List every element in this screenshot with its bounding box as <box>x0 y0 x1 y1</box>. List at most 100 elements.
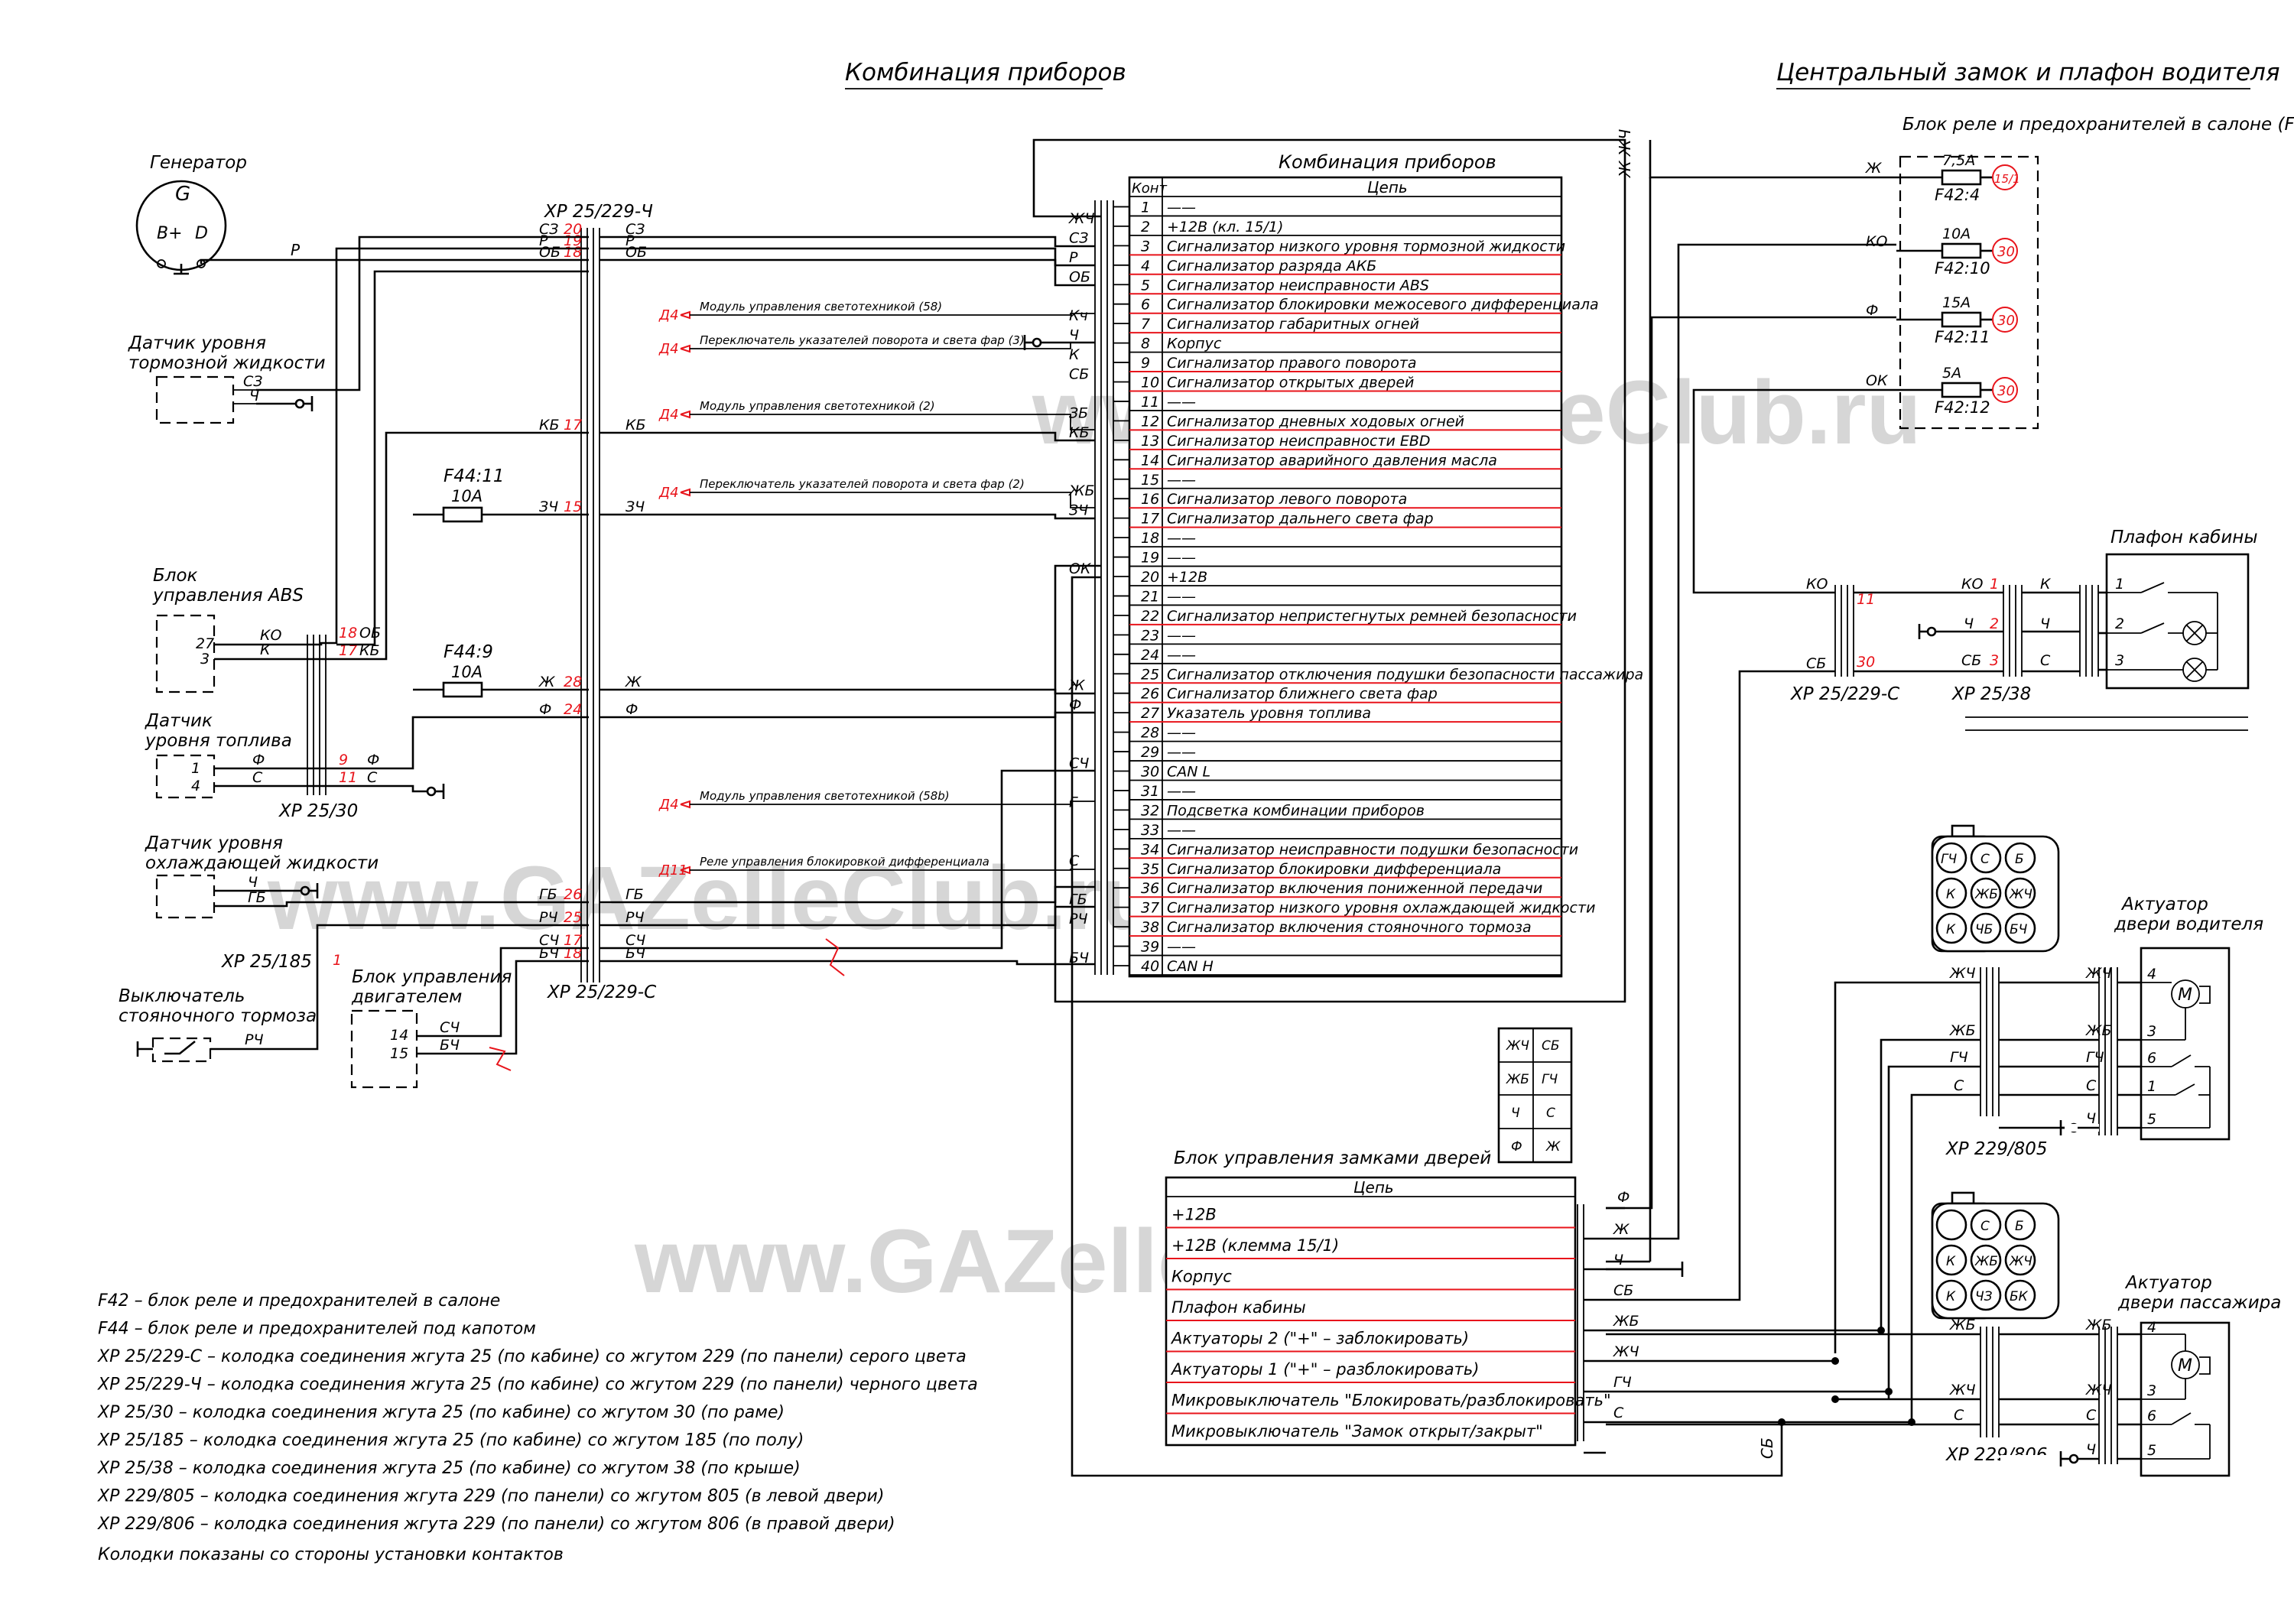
svg-text:M: M <box>2178 1356 2192 1376</box>
xp-229-left-wire: СЗ <box>539 221 558 238</box>
abs-pin-27: 27 <box>196 635 214 652</box>
xp-805-connector <box>1980 967 2118 1135</box>
xp-229-right-wire: РЧ <box>625 909 644 926</box>
relay-box-label: Блок реле и предохранителей в салоне (F4… <box>1902 115 2294 135</box>
actuator-wire-label: ЖБ <box>1949 1317 1976 1333</box>
ground-mask <box>2000 1455 2098 1463</box>
watermark-2: www.GAZelleClub.ru <box>267 848 1157 949</box>
pin-view-pin-label: ЖБ <box>1974 887 1998 902</box>
door-lock-connector <box>1577 1204 1584 1441</box>
f42-id: F42:10 <box>1935 259 1990 278</box>
cluster-wire-label: С <box>1069 853 1080 869</box>
cluster-wire-label: Кч <box>1069 307 1088 324</box>
actuator-wire-label: С <box>2086 1407 2097 1424</box>
generator-g: G <box>175 183 190 206</box>
xp-229-left-wire: БЧ <box>539 945 559 962</box>
fuel-label-1: Датчик <box>145 711 213 731</box>
cluster-row-circuit: —— <box>1167 550 1196 567</box>
cluster-row-circuit: —— <box>1167 822 1196 839</box>
cluster-wire-label: К <box>1069 346 1080 363</box>
legend-line: ХР 229/805 – колодка соединения жгута 22… <box>97 1487 884 1506</box>
cluster-row-circuit: Сигнализатор правого поворота <box>1167 355 1417 372</box>
lamp-pin-3: 3 <box>2115 652 2124 669</box>
door-lock-row-circuit: +12В <box>1171 1206 1217 1224</box>
cluster-head-pin: Конт <box>1132 180 1168 197</box>
lamp-wire-c: С <box>2040 652 2051 669</box>
connector-grid-cell: Ч <box>1511 1106 1520 1121</box>
cluster-wire-label: ОБ <box>1069 268 1090 285</box>
cluster-connector <box>1094 200 1114 975</box>
xp-229-pin: 18 <box>564 945 582 962</box>
legend-line: ХР 25/38 – колодка соединения жгута 25 (… <box>97 1459 801 1478</box>
cluster-row-circuit: Сигнализатор низкого уровня тормозной жи… <box>1167 238 1565 255</box>
xp-229-right-wire: БЧ <box>625 945 645 962</box>
wire-label-zhch-top: Ж ЖЧ <box>1616 129 1634 179</box>
cluster-row-circuit: —— <box>1167 647 1196 664</box>
act-drv-pin-5: 5 <box>2147 1111 2156 1128</box>
ref-tag: Д4 <box>658 797 679 813</box>
act-drv-pin-6: 6 <box>2147 1050 2156 1067</box>
cluster-row-pin: 31 <box>1141 783 1159 800</box>
cluster-row-pin: 36 <box>1141 880 1159 897</box>
door-lock-title: Блок управления замками дверей <box>1174 1148 1491 1168</box>
xp-229-right-wire: СЗ <box>625 221 645 238</box>
f42-terminal-label: 30 <box>1997 313 2015 329</box>
xp-229-pin: 24 <box>564 701 582 718</box>
actuator-wire-label: ЖБ <box>2085 1022 2112 1039</box>
door-lock-wire-label: СБ <box>1613 1282 1633 1299</box>
cluster-row-circuit: Сигнализатор включения пониженной переда… <box>1167 880 1542 897</box>
door-lock-wire-label: ГЧ <box>1613 1374 1632 1391</box>
cluster-row-circuit: CAN L <box>1167 764 1210 781</box>
xp-229-pin: 26 <box>564 886 582 903</box>
connector-grid-cell: ЖЧ <box>1506 1038 1529 1054</box>
main-wire <box>599 960 1095 966</box>
cluster-wire-label: ЗБ <box>1069 404 1088 421</box>
engine-ecu-label-2: двигателем <box>351 987 462 1007</box>
cluster-row-circuit: —— <box>1167 744 1196 761</box>
wire-ko-abs: КО <box>260 627 281 644</box>
legend-line: ХР 25/229-Ч – колодка соединения жгута 2… <box>97 1376 978 1395</box>
door-lock-row-circuit: Микровыключатель "Блокировать/разблокиро… <box>1171 1392 1611 1410</box>
pin-view-pin-label: С <box>1980 852 1990 867</box>
junction-dot <box>1877 1327 1885 1334</box>
cluster-row-pin: 4 <box>1141 258 1150 274</box>
cluster-row-circuit: —— <box>1167 199 1196 216</box>
generator-label: Генератор <box>150 153 247 173</box>
cluster-row-circuit: Подсветка комбинации приборов <box>1167 802 1425 819</box>
xp-229-pin: 20 <box>564 221 582 238</box>
f42-fuse <box>1941 382 1982 398</box>
cluster-row-circuit: Сигнализатор дневных ходовых огней <box>1167 413 1464 430</box>
cluster-row-circuit: Указатель уровня топлива <box>1167 705 1371 722</box>
cluster-row-pin: 20 <box>1141 569 1159 586</box>
cluster-row-pin: 38 <box>1141 919 1159 936</box>
actuator-wire-label: ЖЧ <box>2085 965 2112 982</box>
f42-terminal <box>1992 164 2018 190</box>
xp-229-c-right-pin-30: 30 <box>1857 654 1875 671</box>
wire-sz-brake: СЗ <box>243 373 262 390</box>
ref-tag: Д4 <box>658 341 679 357</box>
ref-line <box>1055 313 1095 316</box>
ref-arrow <box>680 344 690 353</box>
cluster-row-circuit: Сигнализатор включения стояночного тормо… <box>1167 919 1532 936</box>
ref-tag: Д4 <box>658 407 679 423</box>
cluster-wire-label: ОК <box>1069 560 1092 577</box>
pin-view-pin-label: К <box>1946 887 1956 902</box>
cluster-row-pin: 30 <box>1141 764 1159 781</box>
abs-pin-17: 17 <box>339 642 357 659</box>
cluster-row-pin: 6 <box>1141 297 1150 313</box>
cluster-row-circuit: Сигнализатор блокировки дифференциала <box>1167 861 1501 878</box>
pin-view-pin <box>2004 1244 2036 1276</box>
connector-grid <box>1497 1027 1573 1164</box>
fuse-f44-9-amp: 10А <box>451 663 483 681</box>
cluster-row-pin: 32 <box>1141 802 1159 819</box>
pin-view-pin-label: Б <box>2015 1219 2024 1234</box>
fuel-pin-4: 4 <box>191 778 200 794</box>
svg-text:M: M <box>2178 986 2192 1005</box>
cluster-wire-label: ГБ <box>1069 892 1087 908</box>
door-lock-row-circuit: Микровыключатель "Замок открыт/закрыт" <box>1171 1422 1543 1440</box>
xp-229-c-right-label: ХР 25/229-С <box>1790 684 1899 704</box>
pin-view-pin <box>2004 842 2036 874</box>
fuel-label-2: уровня топлива <box>145 731 292 751</box>
pin-view-pin-label: БК <box>2010 1289 2029 1304</box>
cluster-row-pin: 17 <box>1141 511 1159 528</box>
